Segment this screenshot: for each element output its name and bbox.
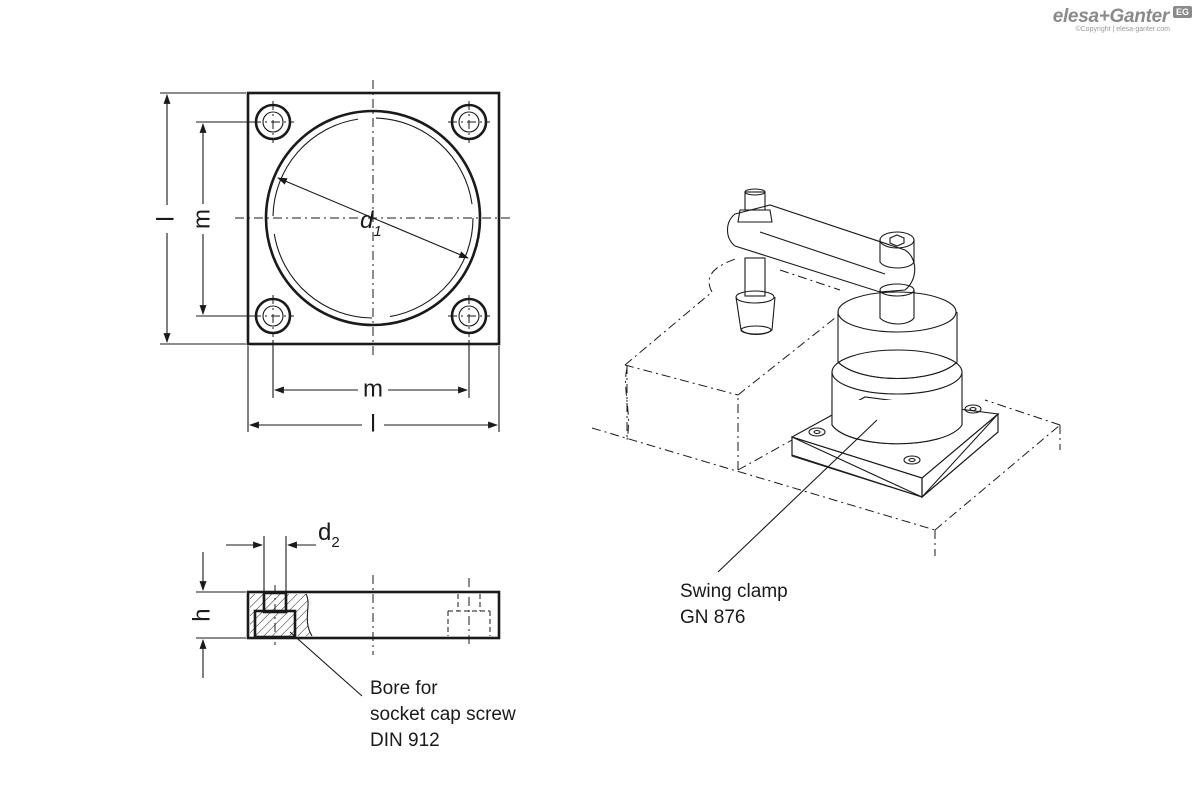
- d2-label: d2: [318, 519, 340, 551]
- hole-bottom-right: [448, 295, 490, 337]
- brand-name: elesa+Ganter: [1052, 6, 1170, 27]
- isometric-assembly: Swing clamp GN 876: [591, 188, 1061, 628]
- bore-note: Bore for socket cap screw DIN 912: [370, 678, 521, 751]
- side-view: d2 h Bore for socket cap screw DIN 912: [188, 519, 521, 751]
- top-view: d1 l m m l: [152, 80, 512, 439]
- hidden-bore: [447, 578, 491, 645]
- section-hatch: [250, 594, 312, 636]
- bore-leader-line: [289, 631, 363, 697]
- brand-badge: EG: [1172, 6, 1192, 18]
- clamp-note: Swing clamp GN 876: [680, 581, 793, 628]
- clamp-leader-line: [717, 419, 878, 573]
- brand-copyright: ©Copyright | elesa-ganter.com: [1075, 26, 1170, 33]
- m-horizontal-label: m: [363, 375, 383, 402]
- base-plate-iso: [790, 396, 1000, 499]
- hole-top-left: [252, 101, 294, 143]
- bore-d1-inner-ring: [272, 117, 474, 319]
- l-vertical-label: l: [152, 216, 179, 221]
- corner-holes: [252, 101, 490, 337]
- h-label: h: [188, 608, 215, 621]
- bore-d1-circle: [264, 109, 482, 327]
- d1-dimension-line: [277, 177, 469, 259]
- m-vertical-label: m: [188, 209, 215, 229]
- hole-top-right: [448, 101, 490, 143]
- d1-label: d1: [360, 207, 382, 240]
- clamp-arm: [726, 188, 916, 293]
- hole-bottom-left: [252, 295, 294, 337]
- phantom-table: [591, 257, 1061, 556]
- l-horizontal-label: l: [370, 410, 375, 437]
- clamp-spindle: [735, 257, 776, 336]
